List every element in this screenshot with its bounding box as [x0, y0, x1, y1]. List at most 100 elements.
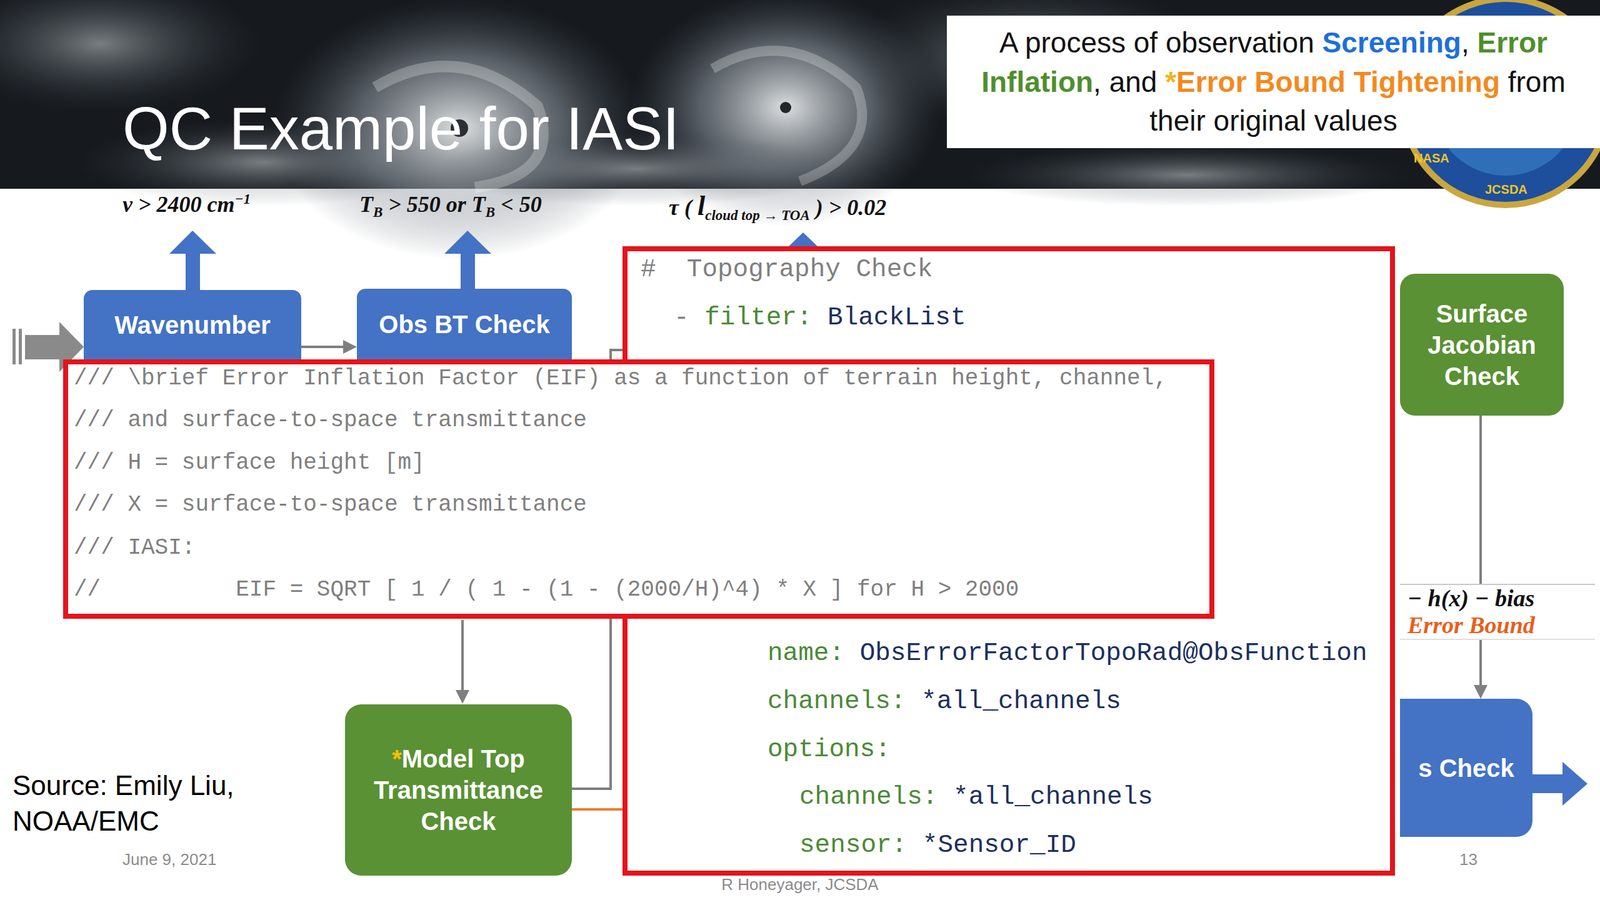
code-line: /// \brief Error Inflation Factor (EIF) … — [73, 365, 1168, 392]
up-arrow-shaft — [185, 251, 200, 290]
label-group: NASA — [1413, 151, 1450, 166]
note-label: 13 — [1459, 850, 1478, 869]
note-text: , — [1461, 26, 1470, 59]
note-label: ) — [815, 195, 824, 220]
note-label: June 9, 2021 — [122, 850, 217, 869]
note-label: > 550 or T — [388, 191, 486, 217]
code-token: /// and surface-to-space transmittance — [73, 407, 587, 434]
code-line: - filter: BlackList — [673, 301, 967, 334]
code-line: channels: *all_channels — [799, 781, 1154, 813]
note-label: > 0.02 — [828, 195, 887, 220]
note-text: A process of observation — [999, 26, 1315, 59]
code-token: ObsErrorFactorTopoRad@ObsFunction — [860, 638, 1368, 668]
process-box: Wavenumber — [83, 290, 302, 360]
code-token: name: — [767, 638, 845, 668]
text-block: A process of observation Screening, Erro… — [960, 23, 1587, 141]
code-token: /// H = surface height [m] — [73, 450, 425, 476]
text-block: Obs BT Check — [363, 309, 566, 340]
note-text: Screening — [1322, 26, 1462, 59]
code-line: sensor: *Sensor_ID — [799, 829, 1077, 861]
code-line: /// X = surface-to-space transmittance — [73, 491, 587, 519]
code-token: sensor: — [799, 830, 907, 860]
connector-line — [301, 345, 345, 349]
up-arrow-head — [788, 232, 818, 247]
code-token: /// X = surface-to-space transmittance — [73, 491, 587, 518]
label-group: Source: Emily Liu, NOAA/EMC — [12, 767, 338, 839]
note-label: Source: Emily Liu, NOAA/EMC — [12, 770, 235, 837]
box-label: Surface Jacobian Check — [1427, 300, 1536, 390]
code-token: *Sensor_ID — [922, 830, 1077, 860]
process-box: Surface Jacobian Check — [1400, 273, 1564, 416]
note-label: < 50 — [500, 191, 542, 217]
code-token: channels: — [767, 686, 906, 716]
text-block: Wavenumber — [90, 310, 295, 340]
code-token: options: — [767, 735, 891, 764]
note-text: * — [1165, 65, 1177, 99]
code-token: *all_channels — [953, 782, 1154, 812]
arrowhead — [343, 340, 357, 354]
code-token: /// \brief Error Inflation Factor (EIF) … — [73, 365, 1168, 392]
note-label: τ ( — [668, 195, 692, 220]
text-block: s Check — [1406, 753, 1527, 784]
note-label: B — [485, 204, 495, 220]
up-arrow-head — [444, 230, 492, 254]
up-arrow-head — [169, 230, 217, 254]
formula-box: − h(x) − biasError Bound — [1400, 583, 1595, 640]
text-block: *Model Top Transmittance Check — [352, 743, 565, 837]
code-token: // EIF = SQRT [ 1 / ( 1 - (1 - (2000/H)^… — [73, 576, 1019, 603]
code-token: - — [673, 303, 690, 332]
label-group: TB > 550 or TB < 50 — [359, 191, 542, 218]
code-line: channels: *all_channels — [767, 685, 1122, 717]
note-label: ν > 2400 cm — [122, 191, 235, 217]
note-label: −1 — [234, 191, 250, 207]
code-panel: /// \brief Error Inflation Factor (EIF) … — [63, 359, 1215, 619]
code-token: filter: — [704, 303, 812, 332]
note-label: cloud top → TOA — [705, 207, 810, 224]
flow-line — [571, 808, 625, 811]
up-arrow-shaft — [460, 251, 475, 289]
box-label: Obs BT Check — [378, 310, 550, 339]
cloud — [0, 0, 263, 113]
label-group: R Honeyager, JCSDA — [687, 875, 913, 895]
note-box: A process of observation Screening, Erro… — [946, 15, 1600, 149]
code-token: channels: — [799, 782, 938, 812]
process-box: *Model Top Transmittance Check — [345, 704, 572, 876]
hurricane-eye — [780, 101, 792, 114]
flow-connector — [1473, 640, 1488, 699]
arrowhead — [1473, 685, 1488, 699]
note-label: T — [359, 191, 374, 217]
code-line: name: ObsErrorFactorTopoRad@ObsFunction — [767, 637, 1368, 669]
code-line: options: — [767, 733, 891, 765]
note-label: NASA — [1413, 151, 1450, 165]
cloud-band — [712, 50, 862, 182]
label-group: JCSDA — [1485, 182, 1528, 197]
process-box: s Check — [1400, 698, 1533, 837]
note-text: Error Bound Tightening — [1176, 65, 1500, 99]
note-label: B — [373, 204, 383, 220]
text-block: Surface Jacobian Check — [1407, 298, 1557, 392]
note-label: R Honeyager, JCSDA — [721, 875, 879, 894]
box-label: * — [391, 745, 402, 773]
connector-line — [1479, 640, 1482, 687]
flow-arrowhead — [455, 690, 470, 704]
code-token: /// IASI: — [73, 535, 195, 561]
box-label: Wavenumber — [114, 311, 271, 339]
code-line: # Topography Check — [640, 253, 933, 285]
output-arrow — [1532, 761, 1588, 806]
code-line: /// H = surface height [m] — [73, 450, 425, 477]
flow-connector — [1480, 415, 1482, 584]
code-token: BlackList — [827, 303, 966, 332]
note-label: l — [697, 190, 705, 222]
note-label: JCSDA — [1485, 182, 1528, 197]
code-token: *all_channels — [921, 686, 1122, 716]
note-text: , and — [1093, 65, 1157, 99]
tally-mark — [12, 328, 16, 365]
code-token: # Topography Check — [640, 255, 933, 284]
label-group: ν > 2400 cm−1 — [122, 191, 251, 218]
code-line: /// IASI: — [73, 535, 195, 562]
tally-mark — [18, 328, 22, 365]
label-group: June 9, 2021 — [122, 850, 217, 870]
formula-text: − h(x) − bias — [1407, 585, 1588, 612]
label-group: τ ( lcloud top → TOA ) > 0.02 — [668, 190, 887, 222]
